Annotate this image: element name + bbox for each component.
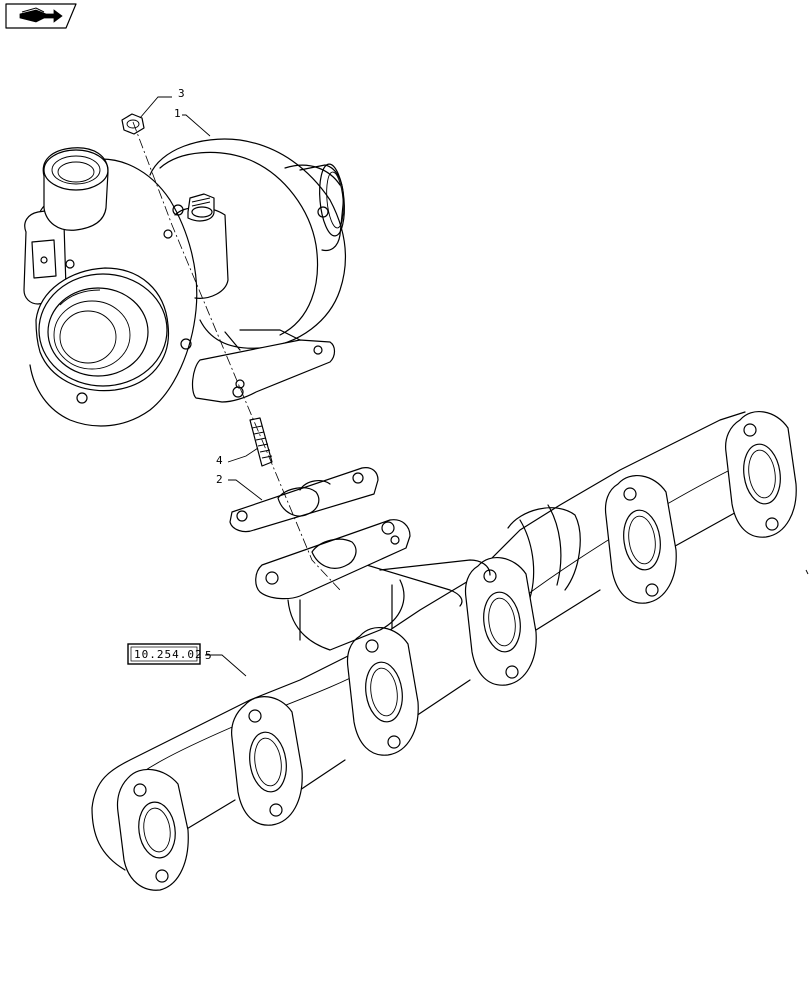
callout-4: 4 <box>216 454 223 467</box>
callout-2: 2 <box>216 473 223 486</box>
edge-mark <box>805 569 809 575</box>
reference-label: 10.254.02 <box>134 648 203 661</box>
gasket <box>229 467 379 533</box>
turbocharger <box>23 138 347 427</box>
callout-leaders <box>139 96 263 677</box>
assembly-axis-line <box>132 121 341 591</box>
callout-5: 5 <box>205 649 212 662</box>
exhaust-manifold <box>91 411 797 891</box>
nut <box>121 113 145 135</box>
stud <box>249 417 273 467</box>
reference-box[interactable]: 10.254.02 <box>127 643 203 665</box>
callout-3: 3 <box>178 87 185 100</box>
next-page-arrow-icon[interactable] <box>5 3 77 29</box>
callout-1: 1 <box>174 107 181 120</box>
